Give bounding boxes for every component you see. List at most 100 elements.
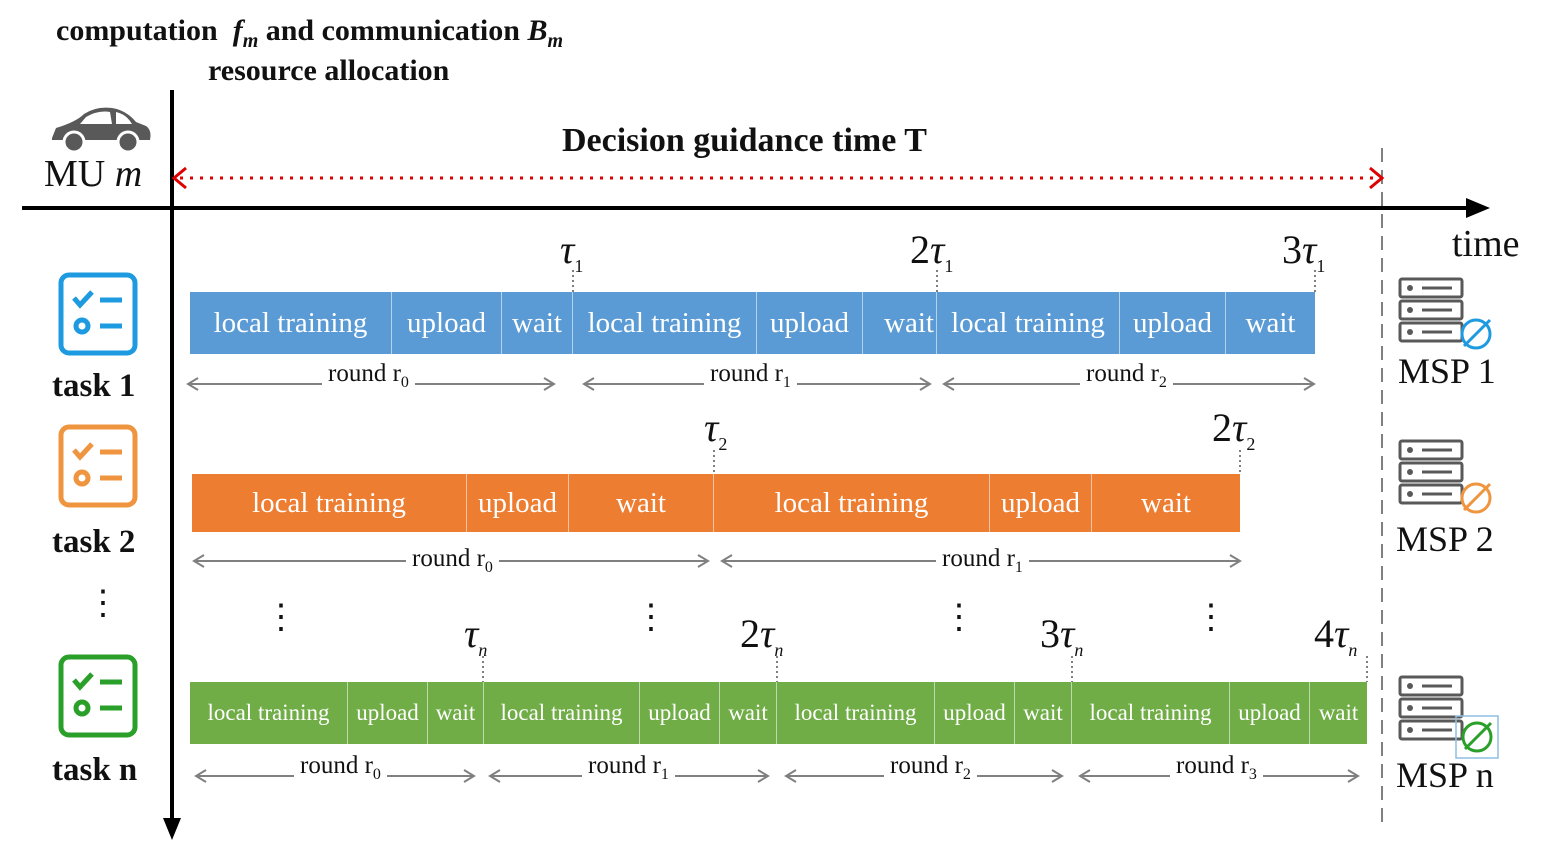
tau-label: 3τ1	[1282, 226, 1325, 277]
mu-label: MU m	[44, 152, 142, 196]
round-label: round r1	[936, 545, 1029, 577]
segment-local-training: local training	[484, 682, 640, 744]
segment-local-training: local training	[937, 292, 1120, 354]
time-axis-arrowhead	[1466, 198, 1490, 218]
round-label: round r0	[322, 360, 415, 392]
segment-wait: wait	[428, 682, 484, 744]
round-label: round r0	[406, 545, 499, 577]
tau-sub: n	[1348, 640, 1358, 660]
round-sub: 0	[372, 766, 381, 783]
task-ellipsis: ⋮	[86, 585, 120, 622]
segment-local-training: local training	[714, 474, 990, 532]
tau-coef: 3	[1040, 611, 1060, 656]
allocation-header-line2: resource allocation	[208, 54, 450, 87]
header-B-sub: m	[547, 30, 564, 52]
tau-symbol: τ	[760, 611, 775, 656]
msp-1-label: MSP 1	[1398, 351, 1496, 391]
round-word: round	[1086, 360, 1145, 387]
header-communication: and communication	[265, 14, 520, 47]
round-sub: 3	[1248, 766, 1257, 783]
round-word: round	[890, 752, 949, 779]
round-sub: 2	[1158, 374, 1167, 391]
round-label: round r2	[1080, 360, 1173, 392]
tau-label: 2τ1	[910, 226, 953, 277]
segment-local-training: local training	[190, 682, 348, 744]
tau-sub: 1	[1316, 256, 1326, 276]
round-word: round	[942, 545, 1001, 572]
tau-label: 2τn	[740, 610, 783, 661]
round-sub: 1	[660, 766, 669, 783]
segment-upload: upload	[757, 292, 863, 354]
tau-sub: 2	[1246, 434, 1256, 454]
tau-coef: 2	[1212, 405, 1232, 450]
allocation-header-line1: computation fm and communication Bm	[56, 14, 563, 53]
segment-local-training: local training	[190, 292, 392, 354]
tau-sub: 1	[574, 256, 584, 276]
tau-sub: n	[774, 640, 784, 660]
round-index: r	[364, 752, 373, 779]
round-word: round	[1176, 752, 1235, 779]
round-index: r	[1006, 545, 1015, 572]
tau-symbol: τ	[704, 405, 719, 450]
tau-label: 4τn	[1314, 610, 1357, 661]
segment-wait: wait	[502, 292, 573, 354]
segment-wait: wait	[1015, 682, 1072, 744]
tau-coef: 3	[1282, 227, 1302, 272]
round-word: round	[588, 752, 647, 779]
task-n-icon	[58, 654, 138, 738]
round-label: round r3	[1170, 752, 1263, 784]
round-label: round r1	[704, 360, 797, 392]
tau-sub: n	[478, 640, 488, 660]
round-sub: 0	[484, 559, 493, 576]
task-2-label: task 2	[52, 524, 136, 560]
segment-wait: wait	[569, 474, 714, 532]
mu-var: m	[114, 153, 143, 195]
decision-guidance-label: Decision guidance time T	[562, 122, 927, 159]
segment-upload: upload	[348, 682, 428, 744]
round-index: r	[652, 752, 661, 779]
round-word: round	[412, 545, 471, 572]
decision-span-right-head	[1369, 166, 1385, 190]
tau-symbol: τ	[1060, 611, 1075, 656]
round-index: r	[1240, 752, 1249, 779]
msp-n-label: MSP n	[1396, 755, 1494, 795]
round-sub: 2	[962, 766, 971, 783]
header-computation: computation	[56, 14, 218, 47]
tau-coef: 2	[910, 227, 930, 272]
tau-label: 2τ2	[1212, 404, 1255, 455]
mu-text: MU	[44, 153, 106, 195]
tau-coef: 4	[1314, 611, 1334, 656]
segment-wait: wait	[1141, 486, 1191, 519]
round-index: r	[392, 360, 401, 387]
segment-upload: upload	[1230, 682, 1310, 744]
round-index: r	[954, 752, 963, 779]
header-f-sub: m	[242, 30, 259, 52]
segment-local-training: local training	[573, 292, 757, 354]
task-n-label: task n	[52, 752, 138, 788]
time-label: time	[1452, 223, 1520, 265]
header-f-var: f	[232, 14, 243, 47]
round-index: r	[774, 360, 783, 387]
tau-coef: 2	[740, 611, 760, 656]
tau-symbol: τ	[560, 227, 575, 272]
task-n-timeline-bar: local training upload wait local trainin…	[190, 682, 1367, 744]
segment-upload: upload	[392, 292, 502, 354]
round-sub: 1	[782, 374, 791, 391]
task-1-icon	[58, 272, 138, 356]
task-2-timeline-bar: local training upload wait local trainin…	[192, 474, 1240, 532]
round-index: r	[476, 545, 485, 572]
segment-wait: wait	[1245, 306, 1296, 339]
segment-upload: upload	[640, 682, 720, 744]
msp-2-server-icon	[1398, 439, 1492, 514]
tau-symbol: τ	[1334, 611, 1349, 656]
tau-label: 3τn	[1040, 610, 1083, 661]
segment-local-training: local training	[192, 474, 467, 532]
tau-label: τ1	[560, 226, 583, 277]
task-1-label: task 1	[52, 368, 136, 404]
tau-sub: 1	[944, 256, 954, 276]
tau-symbol: τ	[1302, 227, 1317, 272]
round-word: round	[328, 360, 387, 387]
header-B-var: B	[527, 14, 548, 47]
segment-wait: wait	[1318, 700, 1359, 725]
round-label: round r1	[582, 752, 675, 784]
